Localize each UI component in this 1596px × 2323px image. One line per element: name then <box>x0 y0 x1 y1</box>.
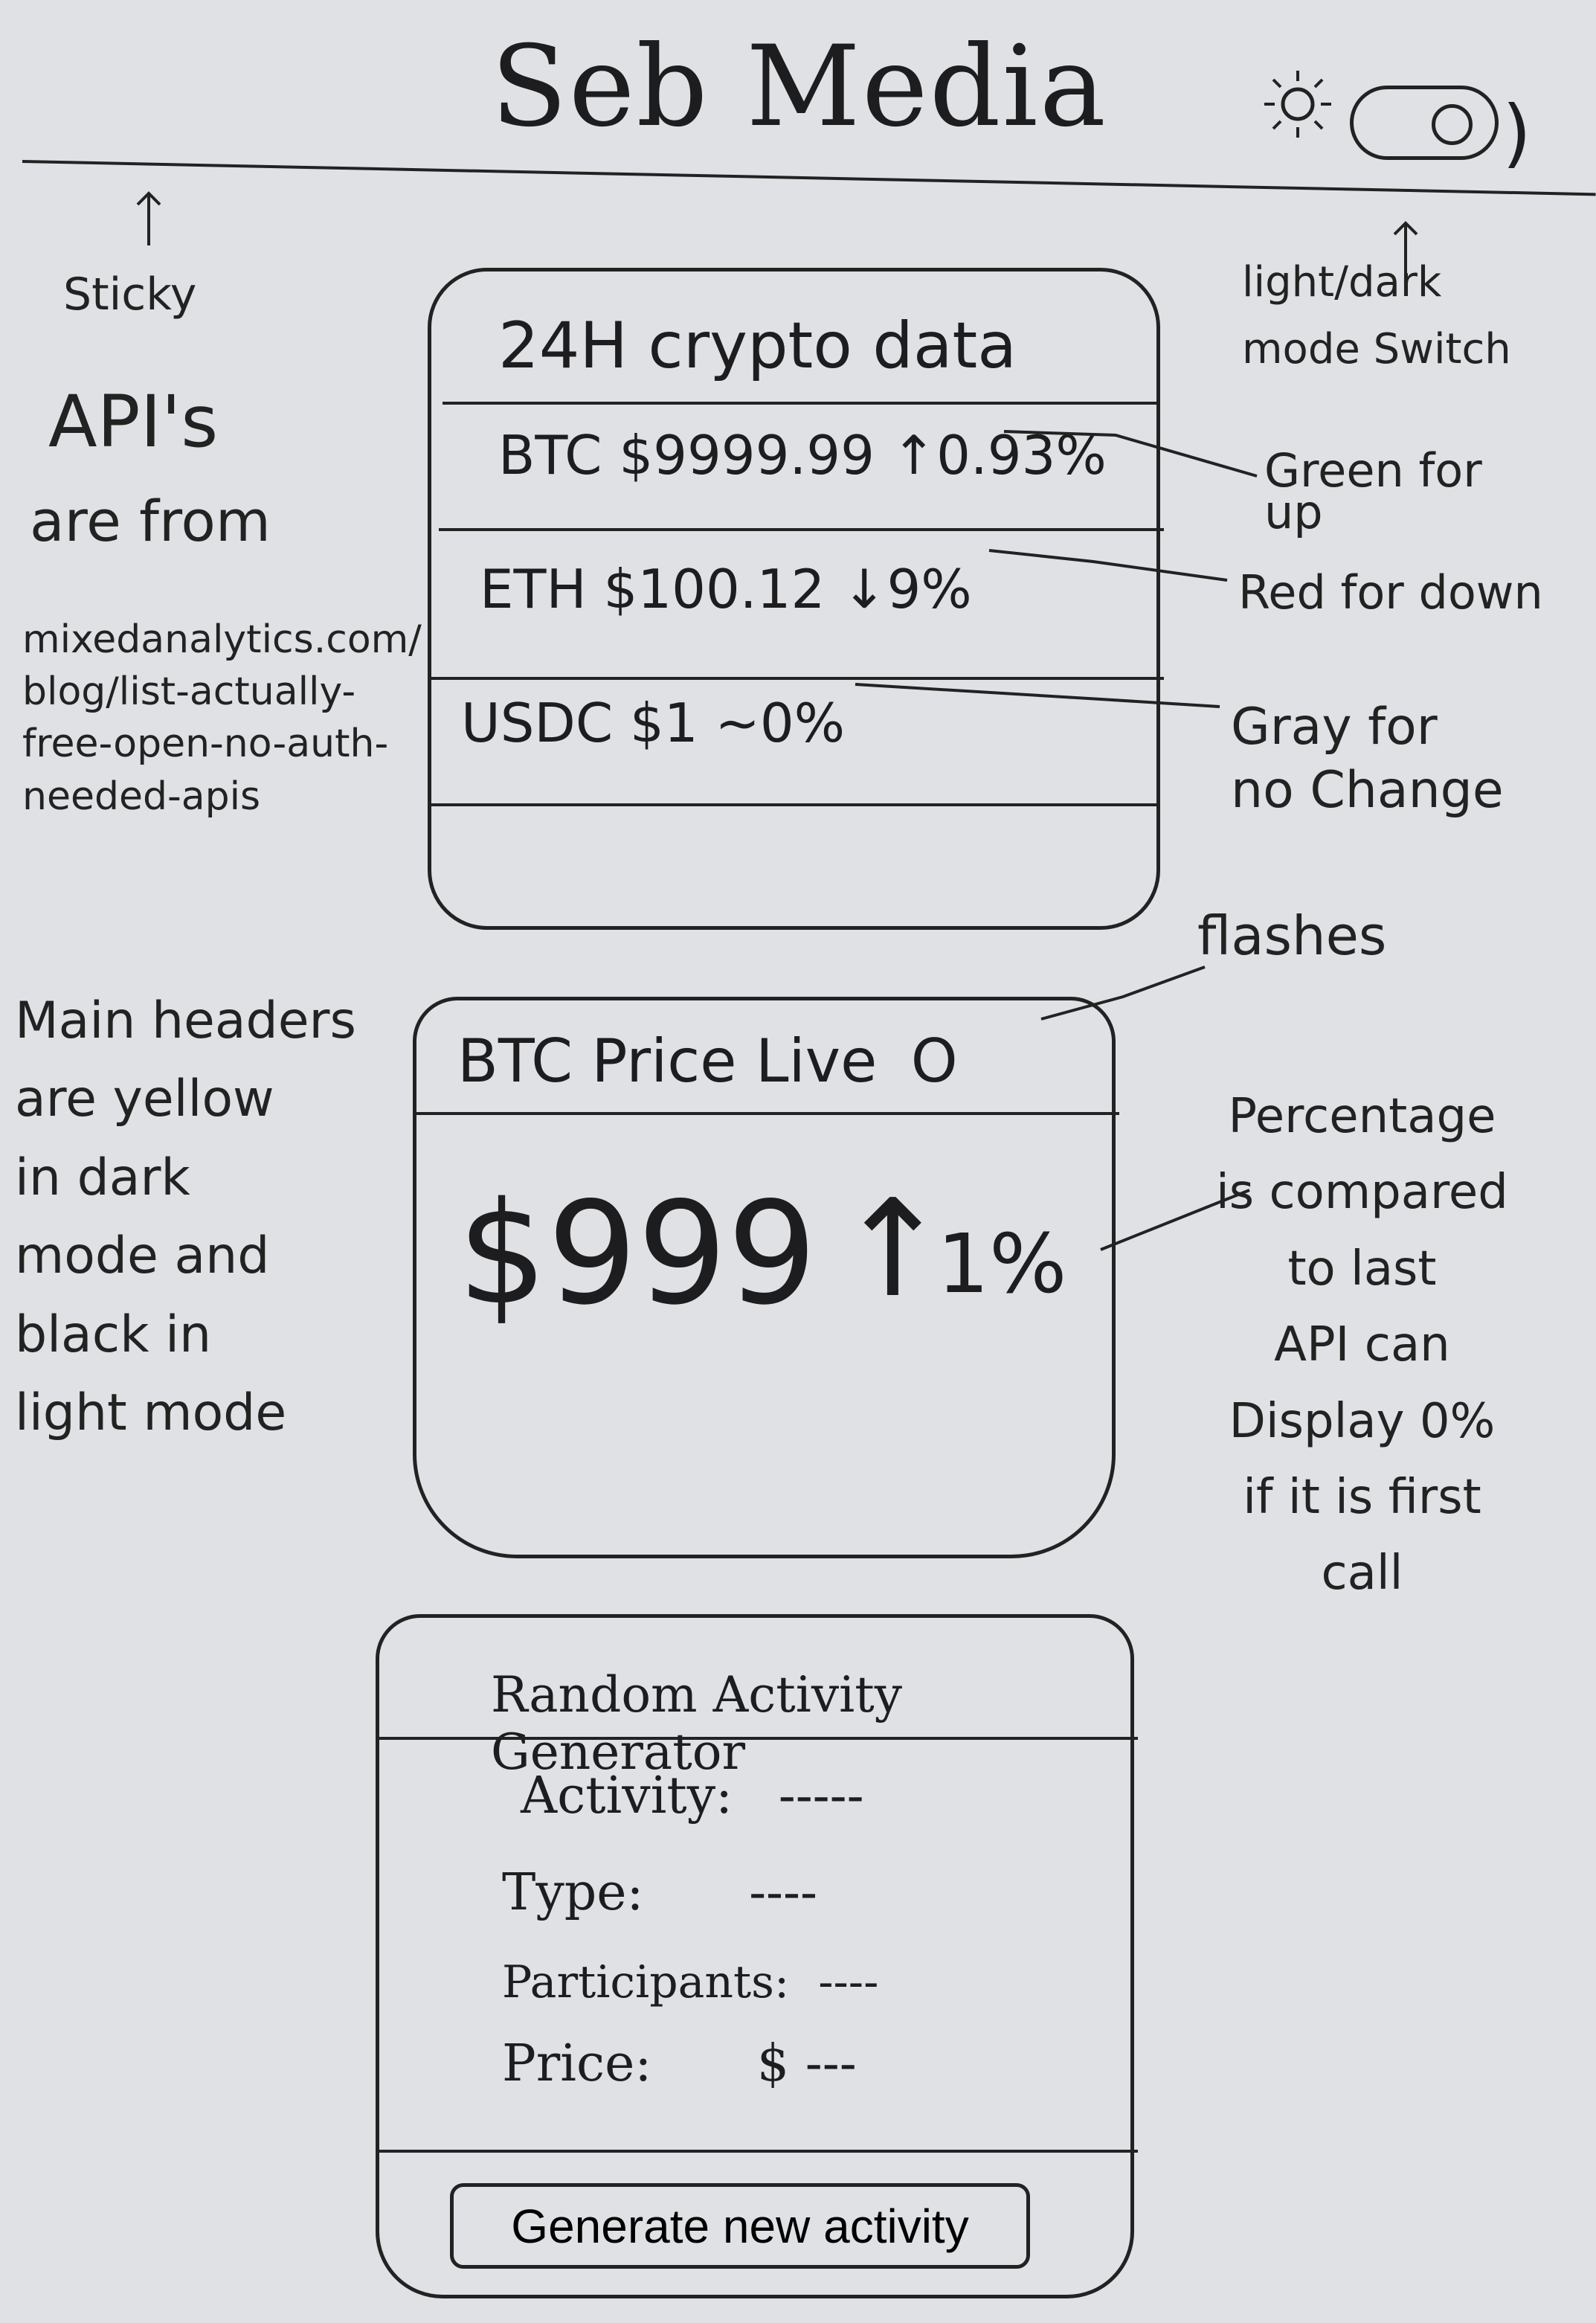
divider <box>443 402 1156 405</box>
field-value: ---- <box>749 1863 817 1922</box>
crypto-row-usdc: USDC $1 ~0% <box>461 692 845 754</box>
sticky-note: Sticky <box>63 269 197 321</box>
activity-field: Participants: ---- <box>502 1956 878 2008</box>
crypto-row-btc: BTC $9999.99 ↑0.93% <box>498 424 1107 486</box>
activity-card: Random Activity Generator Activity: ----… <box>376 1614 1138 2298</box>
up-arrow-icon: ↑ <box>891 424 937 486</box>
divider <box>431 803 1160 806</box>
site-title: Seb Media <box>491 22 1108 152</box>
activity-field: Price: $ --- <box>502 2034 857 2093</box>
crypto-change: 0% <box>759 692 846 754</box>
generate-activity-button[interactable]: Generate new activity <box>450 2183 1030 2269</box>
divider <box>379 1737 1138 1740</box>
crypto-price: $1 <box>630 692 698 754</box>
divider <box>416 1112 1119 1115</box>
mode-switch-note: light/dark mode Switch <box>1242 258 1511 373</box>
toggle-knob[interactable] <box>1432 104 1473 145</box>
crypto-card-title: 24H crypto data <box>498 309 1017 383</box>
api-source-url: mixedanalytics.com/ blog/list-actually- … <box>22 617 422 819</box>
activity-card-title: Random Activity Generator <box>491 1666 903 1781</box>
divider <box>379 2150 1138 2153</box>
field-label: Price: <box>502 2034 652 2093</box>
down-arrow-icon: ↓ <box>842 558 887 620</box>
field-value: ---- <box>818 1956 879 2008</box>
crypto-price: $100.12 <box>603 558 826 620</box>
activity-field: Activity: ----- <box>521 1767 864 1825</box>
field-value: $ --- <box>756 2034 857 2093</box>
crypto-row-eth: ETH $100.12 ↓9% <box>480 558 972 620</box>
crypto-symbol: BTC <box>498 424 602 486</box>
field-label: Participants: <box>502 1956 790 2008</box>
header-divider <box>22 160 1596 196</box>
api-note-heading: API's <box>48 380 219 463</box>
btc-card-title: BTC Price Live O <box>457 1026 958 1096</box>
btc-live-price: $999 <box>457 1172 817 1336</box>
api-note-line2: are from <box>30 488 271 554</box>
crypto-change: 9% <box>887 558 972 620</box>
field-value: ----- <box>778 1767 864 1825</box>
btc-live-card: BTC Price Live O $999 ↑ 1% <box>413 997 1119 1558</box>
field-label: Activity: <box>521 1767 733 1825</box>
btc-live-change: 1% <box>937 1216 1067 1311</box>
crypto-price: $9999.99 <box>619 424 875 486</box>
flashes-note: flashes <box>1197 905 1387 967</box>
crypto-symbol: ETH <box>480 558 587 620</box>
btc-card-title-text: BTC Price Live <box>457 1026 878 1096</box>
gray-note: Gray for no Change <box>1231 698 1504 820</box>
green-note: Green for up <box>1264 443 1482 539</box>
arrow-up-icon <box>136 191 161 245</box>
crypto-change: 0.93% <box>936 424 1107 486</box>
moon-icon[interactable]: ) <box>1502 89 1532 176</box>
red-note: Red for down <box>1238 565 1543 620</box>
up-arrow-icon: ↑ <box>837 1172 949 1327</box>
arrow-up-icon <box>1393 221 1418 275</box>
crypto-symbol: USDC <box>461 692 614 754</box>
field-label: Type: <box>502 1863 644 1922</box>
activity-field: Type: ---- <box>502 1863 817 1922</box>
main-headers-note: Main headers are yellow in dark mode and… <box>15 992 356 1442</box>
percentage-note: Percentage is compared to last API can D… <box>1216 1089 1508 1601</box>
divider <box>439 528 1164 531</box>
crypto-card: 24H crypto data BTC $9999.99 ↑0.93% ETH … <box>428 268 1164 930</box>
sun-icon[interactable] <box>1264 71 1331 138</box>
divider <box>431 677 1164 680</box>
no-change-icon: ~ <box>715 692 760 754</box>
live-indicator: O <box>910 1026 958 1096</box>
theme-toggle[interactable] <box>1350 86 1499 160</box>
